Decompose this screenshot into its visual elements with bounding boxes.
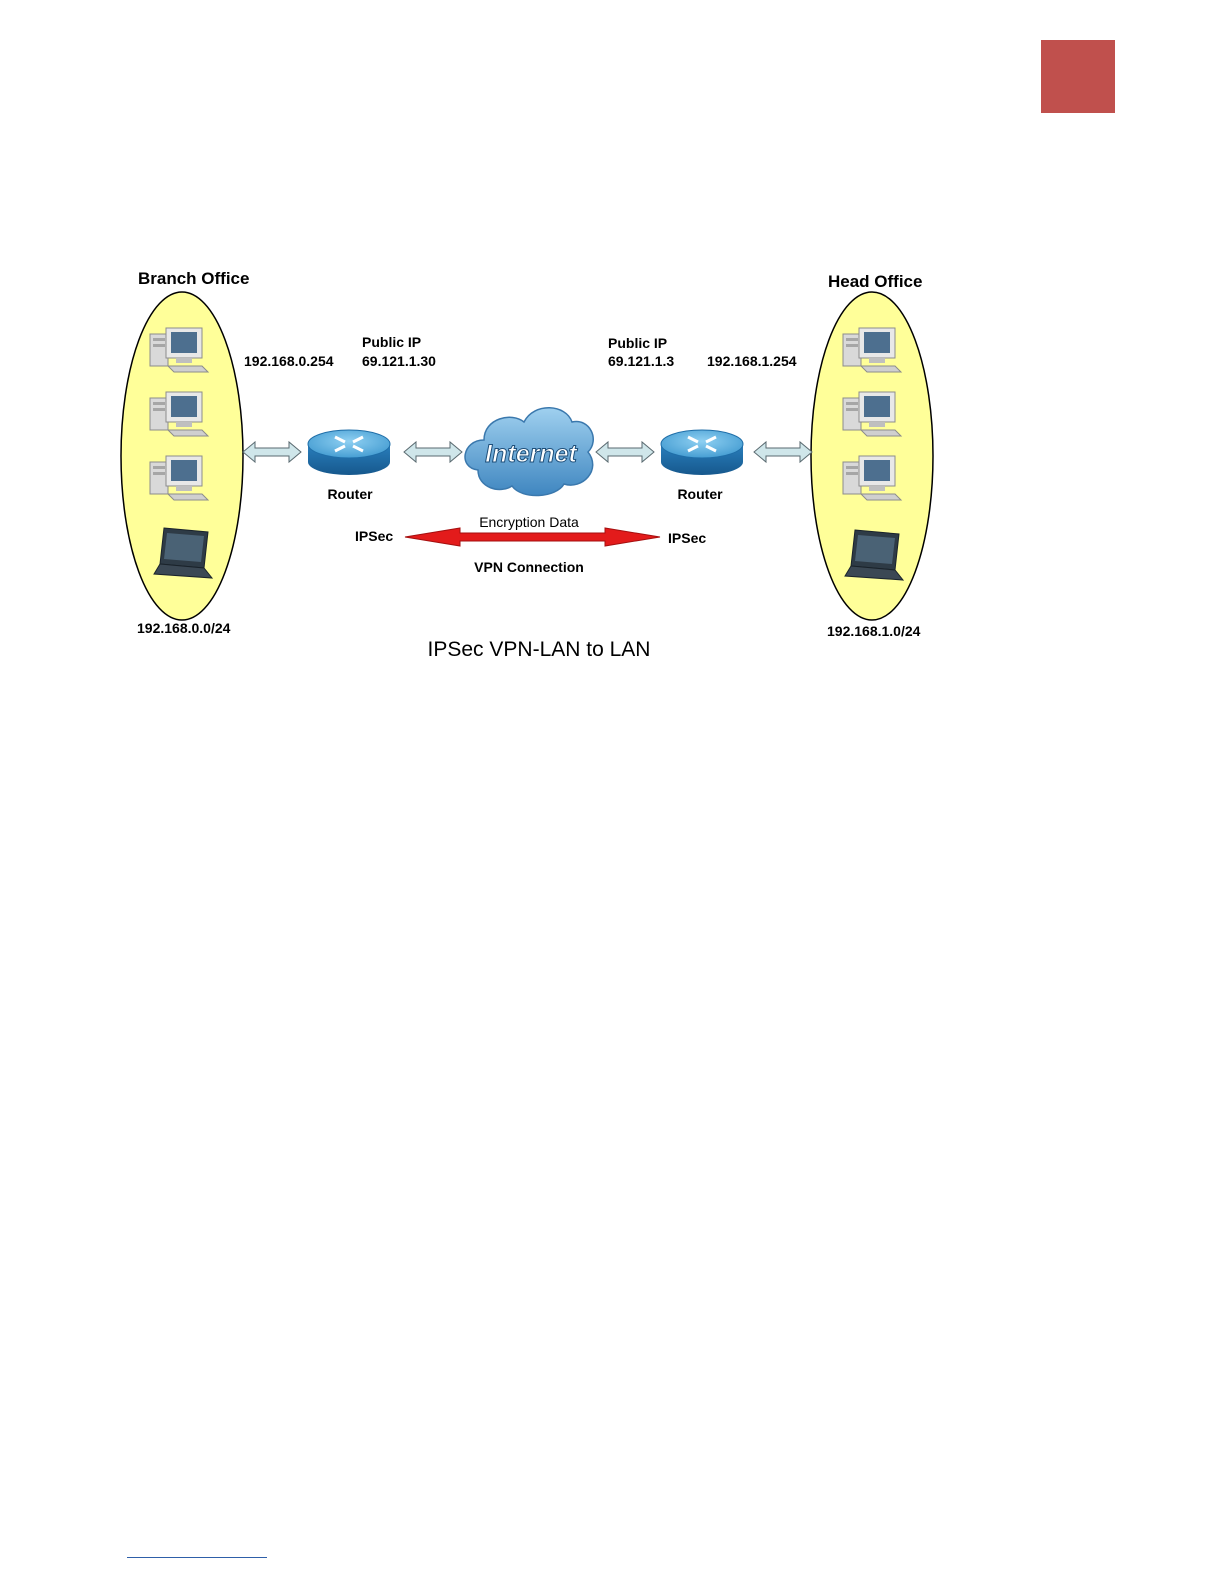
laptop-icon: [154, 528, 212, 578]
link-arrow: [243, 442, 301, 462]
head-router-label: Router: [677, 486, 723, 502]
branch-router-icon: [308, 430, 390, 475]
head-subnet: 192.168.1.0/24: [827, 623, 921, 639]
head-lan-ip: 192.168.1.254: [707, 353, 797, 369]
branch-ipsec-label: IPSec: [355, 528, 393, 544]
link-arrow: [404, 442, 462, 462]
branch-router-label: Router: [327, 486, 373, 502]
head-ipsec-label: IPSec: [668, 530, 706, 546]
branch-public-ip-label: Public IP: [362, 334, 421, 350]
head-public-ip-label: Public IP: [608, 335, 667, 351]
link-arrow: [596, 442, 654, 462]
encryption-data-label: Encryption Data: [479, 514, 579, 530]
head-public-ip: 69.121.1.3: [608, 353, 674, 369]
branch-public-ip: 69.121.1.30: [362, 353, 436, 369]
vpn-connection-arrow: [405, 528, 660, 546]
internet-label: Internet: [485, 440, 578, 468]
branch-lan-ip: 192.168.0.254: [244, 353, 334, 369]
branch-office-title: Branch Office: [138, 269, 249, 288]
link-arrow: [754, 442, 812, 462]
branch-subnet: 192.168.0.0/24: [137, 620, 231, 636]
head-router-icon: [661, 430, 743, 475]
ipsec-vpn-diagram: Internet Branch Office Head Office 192.1…: [0, 0, 1224, 700]
head-office-title: Head Office: [828, 272, 922, 291]
laptop-icon: [845, 530, 903, 580]
footer-rule: [127, 1557, 267, 1558]
diagram-caption: IPSec VPN-LAN to LAN: [428, 638, 651, 661]
vpn-connection-label: VPN Connection: [474, 559, 584, 575]
